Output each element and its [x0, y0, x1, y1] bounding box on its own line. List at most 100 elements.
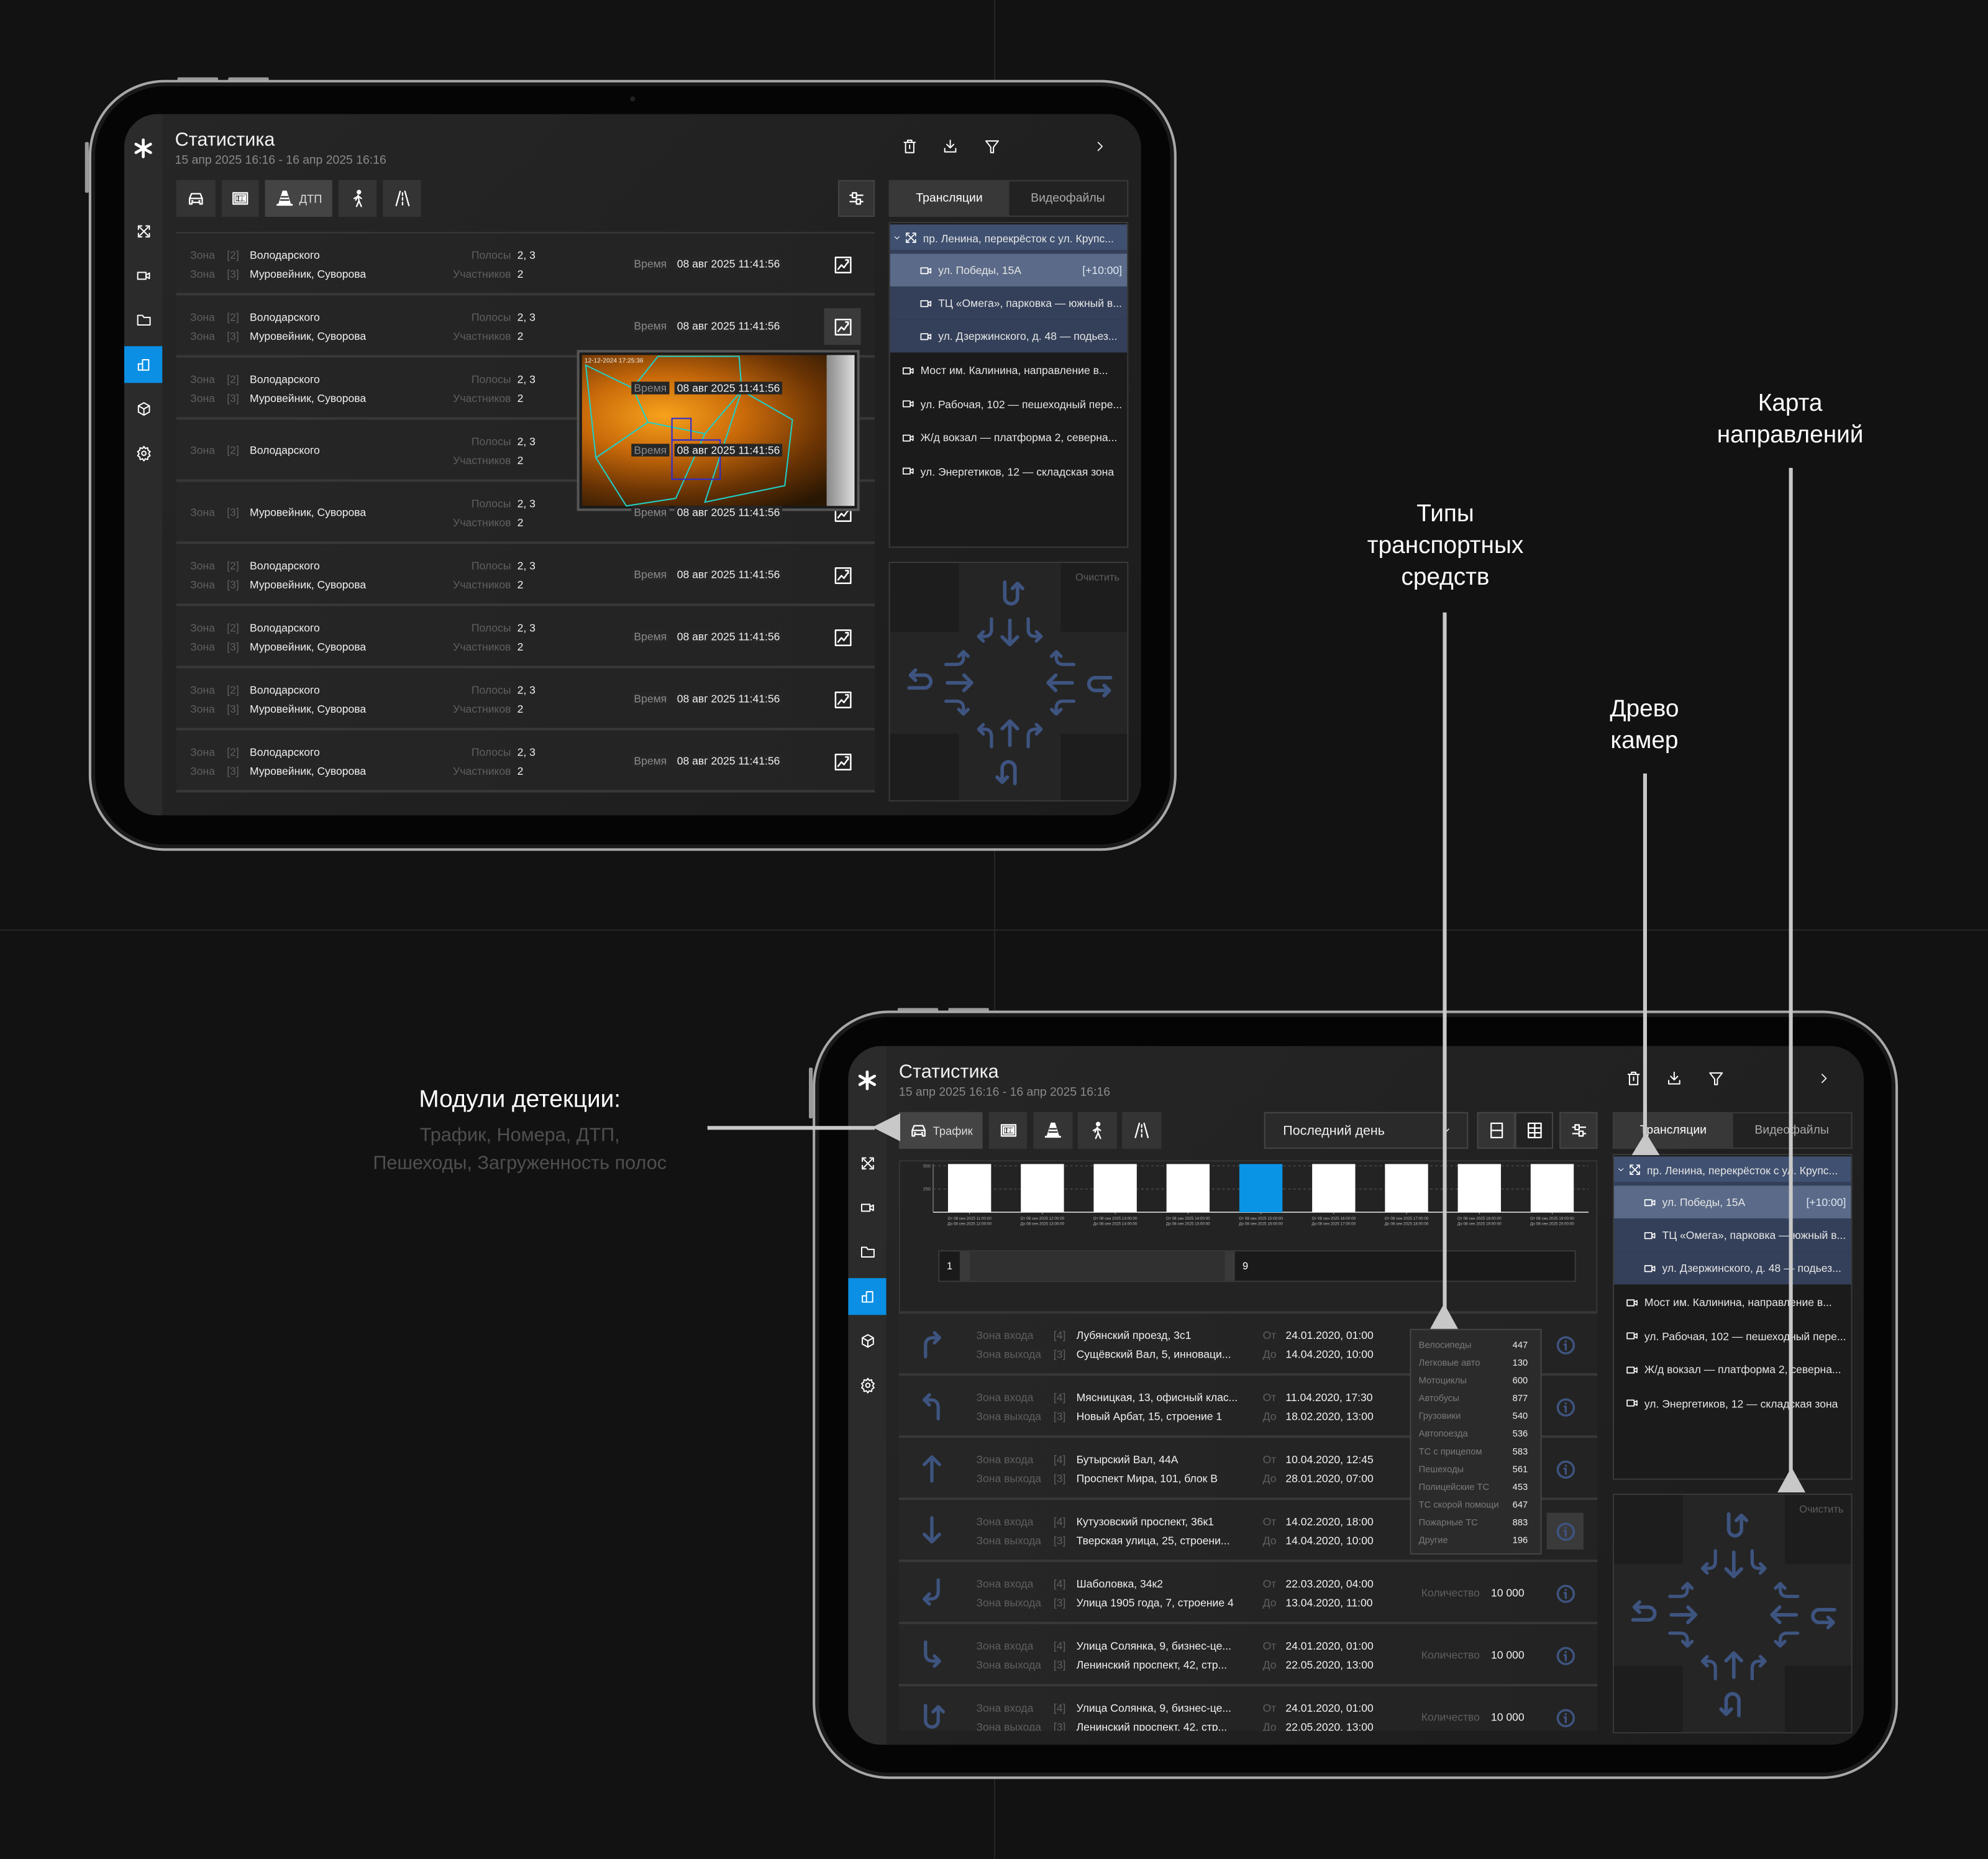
delete-button[interactable] — [899, 135, 921, 157]
tree-camera-item[interactable]: ул. Рабочая, 102 — пешеходный пере... — [1614, 1319, 1851, 1352]
clear-button[interactable]: Очистить — [1799, 1504, 1844, 1515]
range-handle-left[interactable] — [959, 1251, 970, 1281]
chart-bar[interactable] — [947, 1164, 992, 1213]
nav-cameras[interactable] — [124, 257, 162, 294]
nav-cameras[interactable] — [848, 1189, 886, 1226]
layout-rows-button[interactable] — [1477, 1112, 1515, 1149]
module-plates[interactable] — [988, 1112, 1028, 1149]
module-pedestrians[interactable] — [1077, 1112, 1117, 1149]
range-handle-right[interactable] — [1224, 1251, 1235, 1281]
module-lane-load[interactable] — [383, 180, 421, 217]
clear-button[interactable]: Очистить — [1075, 572, 1120, 583]
chart-bar[interactable] — [1312, 1164, 1356, 1213]
chart-bar[interactable] — [1530, 1164, 1574, 1213]
vehicle-types-info-button[interactable] — [1547, 1451, 1584, 1487]
device-button — [809, 1067, 813, 1118]
tree-camera-item[interactable]: Мост им. Калинина, направление в... — [1614, 1286, 1851, 1318]
time-value: 08 авг 2025 11:41:56 — [674, 754, 783, 767]
count-label: Количество — [1421, 1586, 1480, 1599]
chart-range-slider[interactable]: 1 9 — [938, 1250, 1576, 1282]
vehicle-types-info-button[interactable] — [1547, 1327, 1584, 1363]
show-snapshot-button[interactable] — [824, 619, 861, 655]
module-accidents[interactable] — [1033, 1112, 1073, 1149]
tree-camera-item[interactable]: ул. Дзержинского, д. 48 — подьез... — [890, 319, 1128, 353]
module-pedestrians[interactable] — [338, 180, 377, 217]
download-button[interactable] — [939, 135, 961, 157]
tree-group-intersection[interactable]: пр. Ленина, перекрёсток с ул. Крупс... — [1613, 1156, 1851, 1184]
nav-intersections[interactable] — [848, 1145, 886, 1182]
settings-button[interactable] — [837, 180, 875, 217]
tree-camera-item[interactable]: ул. Победы, 15А[+10:00] — [1613, 1185, 1851, 1219]
module-traffic[interactable]: Трафик — [898, 1112, 983, 1149]
exit-zone-index: [3] — [1053, 1410, 1066, 1423]
chart-bar[interactable] — [1457, 1164, 1501, 1213]
direction-row[interactable]: Зона входа[4]Улица Солянка, 9, бизнес-це… — [898, 1686, 1598, 1731]
collapse-panel-button[interactable] — [1089, 135, 1111, 157]
nav-objects[interactable] — [848, 1323, 886, 1359]
show-snapshot-button[interactable] — [824, 308, 861, 345]
collapse-panel-button[interactable] — [1813, 1067, 1835, 1089]
range-selection[interactable] — [970, 1251, 1225, 1281]
chart-bar[interactable] — [1166, 1164, 1210, 1213]
vehicle-types-info-button[interactable] — [1547, 1699, 1584, 1731]
nav-files[interactable] — [848, 1234, 886, 1271]
show-snapshot-button[interactable] — [824, 246, 861, 283]
tree-camera-item[interactable]: ТЦ «Омега», парковка — южный в... — [890, 286, 1128, 320]
chart-bar[interactable] — [1093, 1164, 1137, 1213]
zone-name: Володарского — [250, 745, 320, 759]
module-lane-load[interactable] — [1122, 1112, 1162, 1149]
nav-files[interactable] — [124, 302, 162, 339]
tab-streams[interactable]: Трансляции — [890, 181, 1009, 216]
show-snapshot-button[interactable] — [824, 557, 861, 593]
chart-bar[interactable] — [1239, 1164, 1283, 1213]
show-snapshot-button[interactable] — [824, 681, 861, 718]
filter-button[interactable] — [1705, 1067, 1727, 1089]
nav-intersections[interactable] — [124, 213, 162, 250]
layout-grid-button[interactable] — [1515, 1112, 1553, 1149]
chart-bar[interactable] — [1385, 1164, 1428, 1213]
nav-statistics[interactable] — [124, 346, 163, 383]
module-accidents[interactable]: ДТП — [265, 180, 332, 217]
tree-camera-item[interactable]: ул. Энергетиков, 12 — складская зона — [1614, 1387, 1851, 1420]
nav-statistics[interactable] — [848, 1278, 887, 1315]
vehicle-types-info-button[interactable] — [1547, 1575, 1584, 1612]
download-button[interactable] — [1664, 1067, 1685, 1089]
settings-button[interactable] — [1559, 1112, 1598, 1149]
tree-camera-item[interactable]: ул. Энергетиков, 12 — складская зона — [890, 455, 1128, 488]
zone-label: Зона — [190, 444, 215, 457]
page-title: Статистика — [175, 129, 275, 151]
traffic-cone-icon — [275, 189, 294, 208]
period-dropdown[interactable]: Последний день — [1264, 1112, 1469, 1149]
vehicle-types-info-button[interactable] — [1547, 1637, 1584, 1674]
chart-bar[interactable] — [1021, 1164, 1064, 1213]
tree-camera-item[interactable]: ТЦ «Омега», парковка — южный в... — [1613, 1218, 1851, 1252]
vehicle-types-info-button[interactable] — [1546, 1512, 1584, 1550]
annotation-line: транспортных — [1367, 532, 1524, 559]
nav-settings[interactable] — [124, 435, 162, 472]
tree-camera-item[interactable]: Мост им. Калинина, направление в... — [890, 354, 1128, 386]
delete-button[interactable] — [1623, 1067, 1644, 1089]
vehicle-types-info-button[interactable] — [1547, 1389, 1584, 1425]
tab-video-files[interactable]: Видеофайлы — [1031, 191, 1105, 206]
direction-row[interactable]: Зона входа[4]Улица Солянка, 9, бизнес-це… — [898, 1624, 1598, 1687]
module-plates[interactable] — [222, 180, 259, 217]
tree-camera-item[interactable]: ул. Победы, 15А[+10:00] — [890, 254, 1128, 287]
filter-button[interactable] — [982, 135, 1003, 157]
nav-objects[interactable] — [124, 391, 162, 427]
tree-camera-item[interactable]: Ж/д вокзал — платформа 2, северна... — [1614, 1353, 1851, 1386]
module-traffic[interactable] — [176, 180, 216, 217]
show-snapshot-button[interactable] — [824, 743, 861, 780]
nav-settings[interactable] — [848, 1367, 886, 1404]
tree-camera-item[interactable]: ул. Дзержинского, д. 48 — подьез... — [1613, 1251, 1851, 1285]
tree-camera-item[interactable]: Ж/д вокзал — платформа 2, северна... — [890, 421, 1128, 454]
tree-item-label: Ж/д вокзал — платформа 2, северна... — [920, 431, 1118, 444]
tree-camera-item[interactable]: ул. Рабочая, 102 — пешеходный пере... — [890, 387, 1128, 420]
tree-group-intersection[interactable]: пр. Ленина, перекрёсток с ул. Крупс... — [890, 224, 1128, 252]
